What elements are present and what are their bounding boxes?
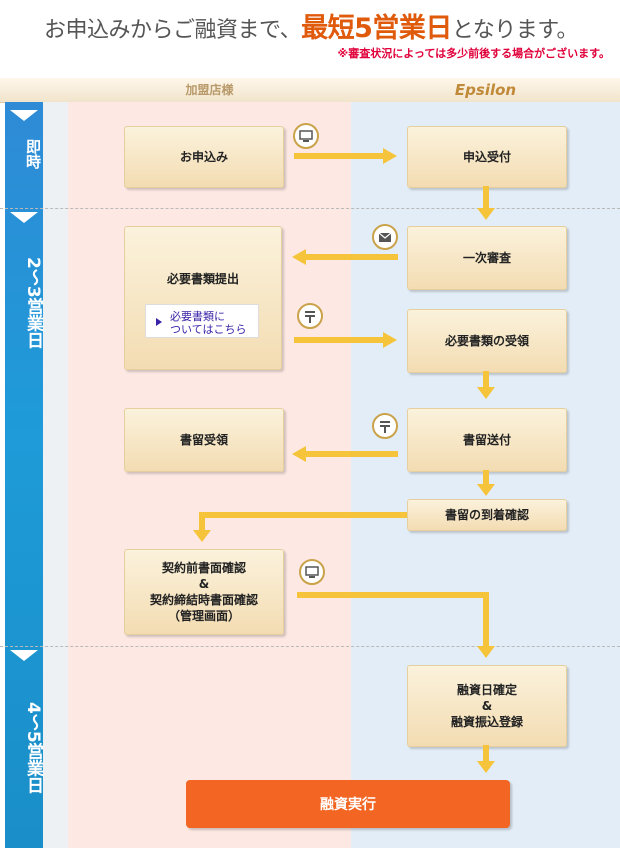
arrow-send-to-receive — [306, 451, 398, 457]
arrow-review-to-submit — [306, 254, 398, 260]
contract-line3: （管理画面） — [167, 609, 240, 623]
arrowhead-down — [193, 530, 211, 542]
arrow-confirm-down — [199, 512, 205, 532]
headline-emphasis: 最短5営業日 — [301, 13, 452, 44]
link-line1: 必要書類に — [170, 310, 225, 323]
stage2-label: 2〜3営業日 — [23, 257, 43, 349]
arrow-send-down — [483, 470, 489, 486]
arrowhead-down — [477, 646, 495, 658]
box-docs-receive: 必要書類の受領 — [407, 309, 567, 373]
docs-info-link[interactable]: 必要書類に ついてはこちら — [145, 304, 259, 338]
headline-text-end: となります。 — [451, 18, 579, 43]
contract-amp: & — [198, 577, 210, 591]
arrowhead-right — [383, 148, 397, 164]
contract-line1: 契約前書面確認 — [161, 561, 246, 575]
arrowhead-down — [477, 761, 495, 773]
disclaimer-note: ※審査状況によっては多少前後する場合がございます。 — [337, 47, 611, 60]
header-spacer — [0, 78, 68, 103]
box-registered-send: 書留送付 — [407, 408, 567, 472]
stage-divider-1 — [0, 208, 620, 209]
box-contract: 契約前書面確認 & 契約締結時書面確認 （管理画面） — [124, 549, 284, 635]
arrowhead-left — [292, 249, 306, 265]
box-receive: 申込受付 — [407, 126, 567, 188]
stage3-marker-icon — [10, 650, 38, 661]
pc-icon — [299, 559, 325, 585]
arrowhead-left — [292, 446, 306, 462]
box-registered-receive: 書留受領 — [124, 408, 284, 472]
merchant-column — [68, 102, 351, 848]
timeline-bar — [5, 102, 43, 848]
arrow-apply-to-receive — [294, 153, 384, 159]
box-docs-submit: 必要書類提出 — [124, 226, 282, 370]
funding-line1: 融資日確定 — [456, 683, 517, 697]
stage1-label: 即時 — [24, 139, 42, 169]
arrow-confirm-to-contract — [199, 512, 407, 518]
final-funding-box: 融資実行 — [186, 780, 510, 828]
stage-divider-2 — [0, 646, 620, 647]
box-apply: お申込み — [124, 126, 284, 188]
post-icon — [297, 303, 323, 329]
headline-text: お申込みからご融資まで、 — [43, 18, 302, 43]
arrow-submit-to-docs — [294, 337, 384, 343]
stage3-label: 4〜5営業日 — [23, 702, 43, 794]
arrow-docs-down — [483, 371, 489, 389]
arrowhead-down — [477, 387, 495, 399]
side-shade — [43, 102, 68, 848]
pc-icon — [293, 123, 319, 149]
link-line2: ついてはこちら — [170, 323, 247, 336]
box-registered-confirm: 書留の到着確認 — [407, 499, 567, 531]
arrowhead-right — [383, 332, 397, 348]
column-header-merchant: 加盟店様 — [68, 78, 351, 103]
page-headline: お申込みからご融資まで、最短5営業日となります。 — [8, 6, 614, 45]
contract-line2: 契約締結時書面確認 — [149, 593, 258, 607]
box-first-review: 一次審査 — [407, 226, 567, 290]
arrowhead-down — [477, 208, 495, 220]
arrow-contract-to-funding — [297, 592, 489, 598]
funding-line2: 融資振込登録 — [450, 715, 523, 729]
arrowhead-down — [477, 484, 495, 496]
arrow-contract-down — [483, 592, 489, 648]
stage1-marker-icon — [10, 110, 38, 121]
stage2-marker-icon — [10, 212, 38, 223]
post-icon — [372, 413, 398, 439]
arrow-receive-down — [483, 186, 489, 210]
column-header-epsilon: Epsilon — [351, 78, 620, 103]
link-arrow-icon — [156, 318, 162, 326]
box-funding: 融資日確定 & 融資振込登録 — [407, 665, 567, 747]
funding-amp: & — [481, 699, 493, 713]
mail-icon — [372, 224, 398, 250]
arrow-funding-down — [483, 745, 489, 763]
